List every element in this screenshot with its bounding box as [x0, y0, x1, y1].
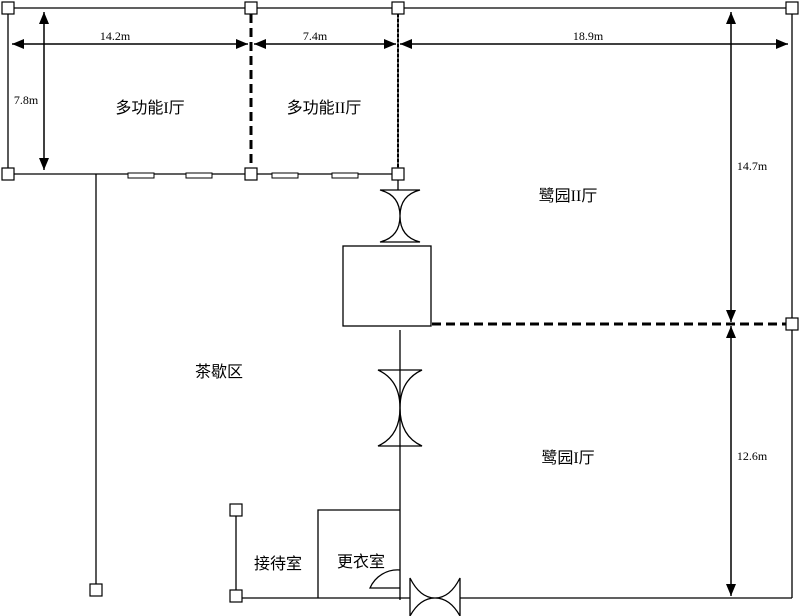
door-middle: [377, 369, 423, 447]
movable-partitions: [249, 14, 788, 326]
door-changing-room: [369, 569, 401, 589]
dim-label-right-lower: 12.6m: [737, 449, 768, 463]
dim-label-top-left: 14.2m: [100, 29, 131, 43]
dim-label-top-right: 18.9m: [573, 29, 604, 43]
windows: [127, 172, 359, 179]
door-upper: [379, 189, 421, 243]
room-label-luyuan-1: 鹭园I厅: [541, 449, 594, 467]
central-room-box: [342, 245, 432, 327]
column-posts: [1, 1, 799, 603]
dim-label-right-upper: 14.7m: [737, 159, 768, 173]
door-symbols: [369, 189, 461, 616]
room-label-multi-2: 多功能II厅: [287, 99, 362, 117]
room-label-tea: 茶歇区: [195, 363, 243, 381]
dimension-lines: [12, 12, 788, 596]
room-label-multi-1: 多功能I厅: [115, 99, 184, 117]
room-label-luyuan-2: 鹭园II厅: [539, 187, 598, 205]
room-label-changing: 更衣室: [337, 553, 385, 571]
dim-label-top-mid: 7.4m: [303, 29, 328, 43]
room-label-reception: 接待室: [254, 555, 302, 573]
door-bottom: [409, 577, 461, 616]
dim-label-left-height: 7.8m: [14, 93, 39, 107]
